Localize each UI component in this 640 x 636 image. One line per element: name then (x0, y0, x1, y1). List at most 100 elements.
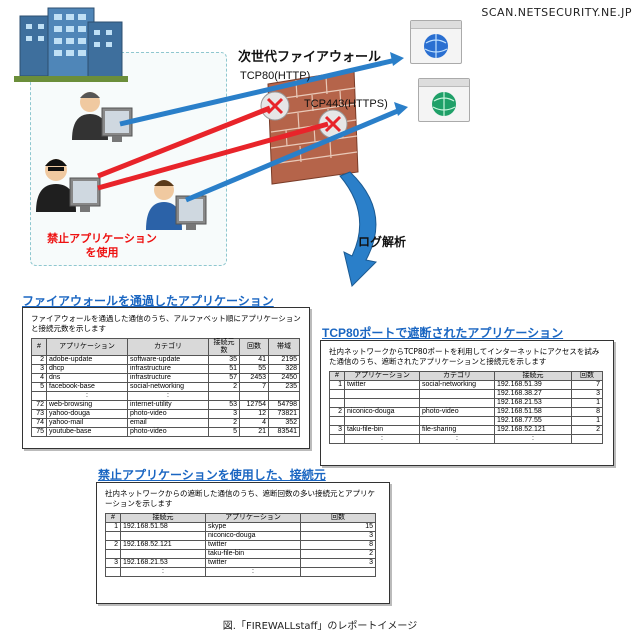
report3-cell: : (120, 567, 206, 577)
report1-cell: email (127, 418, 209, 428)
report2-header-cell: カテゴリ (419, 371, 495, 381)
report3-cell (300, 567, 376, 577)
log-analysis-arrow-icon (339, 171, 378, 287)
report1-cell: 35 (208, 355, 240, 365)
report1-cell: 55 (239, 364, 269, 374)
report2-cell: : (344, 434, 420, 444)
allowed-traffic-arrows (119, 52, 408, 203)
report3-cell: 8 (300, 540, 376, 550)
report2-title: TCP80ポートで遮断されたアプリケーション (322, 326, 564, 340)
report1-header-cell: # (31, 338, 47, 356)
report2-cell (329, 434, 345, 444)
report2-cell (344, 398, 420, 408)
report1-cell: 7 (239, 382, 269, 392)
browser-window-http-icon (410, 20, 462, 64)
site-watermark: SCAN.NETSECURITY.NE.JP (481, 6, 632, 19)
report1-cell: 12754 (239, 400, 269, 410)
report2-cell (344, 389, 420, 399)
report3-header-cell: # (105, 513, 121, 523)
report2-cell (344, 416, 420, 426)
report3-header-cell: 接続元 (120, 513, 206, 523)
report1-panel: ファイアウォールを通過した通信のうち、アルファベット順にアプリケーションと接続元… (22, 307, 310, 449)
report3-panel: 社内ネットワークからの遮断した通信のうち、遮断回数の多い接続元とアプリケーション… (96, 482, 390, 604)
report2-cell: 192.168.21.53 (494, 398, 572, 408)
report3-cell (105, 531, 121, 541)
report3-header-cell: 回数 (300, 513, 376, 523)
report3-cell: niconico-douga (205, 531, 301, 541)
report1-cell: 235 (268, 382, 300, 392)
report3-cell: 2 (300, 549, 376, 559)
report1-cell: photo-video (127, 409, 209, 419)
report3-cell: twitter (205, 540, 301, 550)
report2-cell: photo-video (419, 407, 495, 417)
report2-cell: niconico-douga (344, 407, 420, 417)
port-http-label: TCP80(HTTP) (240, 70, 311, 82)
report1-cell: 83541 (268, 427, 300, 437)
report1-cell: 75 (31, 427, 47, 437)
report2-header-cell: 回数 (571, 371, 603, 381)
report1-cell: 3 (31, 364, 47, 374)
report3-cell: 15 (300, 522, 376, 532)
report2-cell: 3 (329, 425, 345, 435)
report2-cell: 2 (329, 407, 345, 417)
report3-cell: 1 (105, 522, 121, 532)
report2-cell (329, 398, 345, 408)
report2-cell: 192.168.52.121 (494, 425, 572, 435)
report2-header-cell: アプリケーション (344, 371, 420, 381)
report1-cell: internet-utility (127, 400, 209, 410)
report1-cell: 5 (31, 382, 47, 392)
report1-desc: ファイアウォールを通過した通信のうち、アルファベット順にアプリケーションと接続元… (31, 314, 301, 333)
report1-cell: 2453 (239, 373, 269, 383)
report2-cell: 8 (571, 407, 603, 417)
report2-cell: : (419, 434, 495, 444)
report1-cell: infrastructure (127, 364, 209, 374)
report1-cell: 328 (268, 364, 300, 374)
report2-cell: file-sharing (419, 425, 495, 435)
report2-cell (419, 389, 495, 399)
log-analysis-label: ログ解析 (358, 235, 407, 249)
report2-cell (571, 434, 603, 444)
report3-cell (120, 549, 206, 559)
office-building-icon (14, 7, 128, 82)
report2-cell: 1 (571, 416, 603, 426)
report1-cell: web-browsing (46, 400, 128, 410)
report3-cell: skype (205, 522, 301, 532)
report1-cell: software-update (127, 355, 209, 365)
report2-desc: 社内ネットワークからTCP80ポートを利用してインターネットにアクセスを試みた通… (329, 347, 600, 366)
report2-cell (419, 416, 495, 426)
report1-cell: 73 (31, 409, 47, 419)
report3-title: 禁止アプリケーションを使用した、接続元 (98, 468, 326, 482)
banned-app-line1: 禁止アプリケーション (47, 232, 157, 245)
report1-cell (31, 391, 47, 401)
report1-cell: 72 (31, 400, 47, 410)
report2-cell (329, 416, 345, 426)
report2-cell: twitter (344, 380, 420, 390)
report2-panel: 社内ネットワークからTCP80ポートを利用してインターネットにアクセスを試みた通… (320, 340, 614, 466)
report3-cell (105, 567, 121, 577)
report1-cell: 2195 (268, 355, 300, 365)
report1-cell: : (46, 391, 128, 401)
report1-cell: dns (46, 373, 128, 383)
report1-cell (208, 391, 240, 401)
report3-cell (105, 549, 121, 559)
report1-cell: yahoo-douga (46, 409, 128, 419)
report2-cell: : (494, 434, 572, 444)
report3-cell: 3 (300, 558, 376, 568)
employee-2-icon (146, 180, 207, 230)
report2-cell: 7 (571, 380, 603, 390)
report1-cell: facebook-base (46, 382, 128, 392)
report1-cell: 2450 (268, 373, 300, 383)
report2-cell: social-networking (419, 380, 495, 390)
report1-cell: 41 (239, 355, 269, 365)
